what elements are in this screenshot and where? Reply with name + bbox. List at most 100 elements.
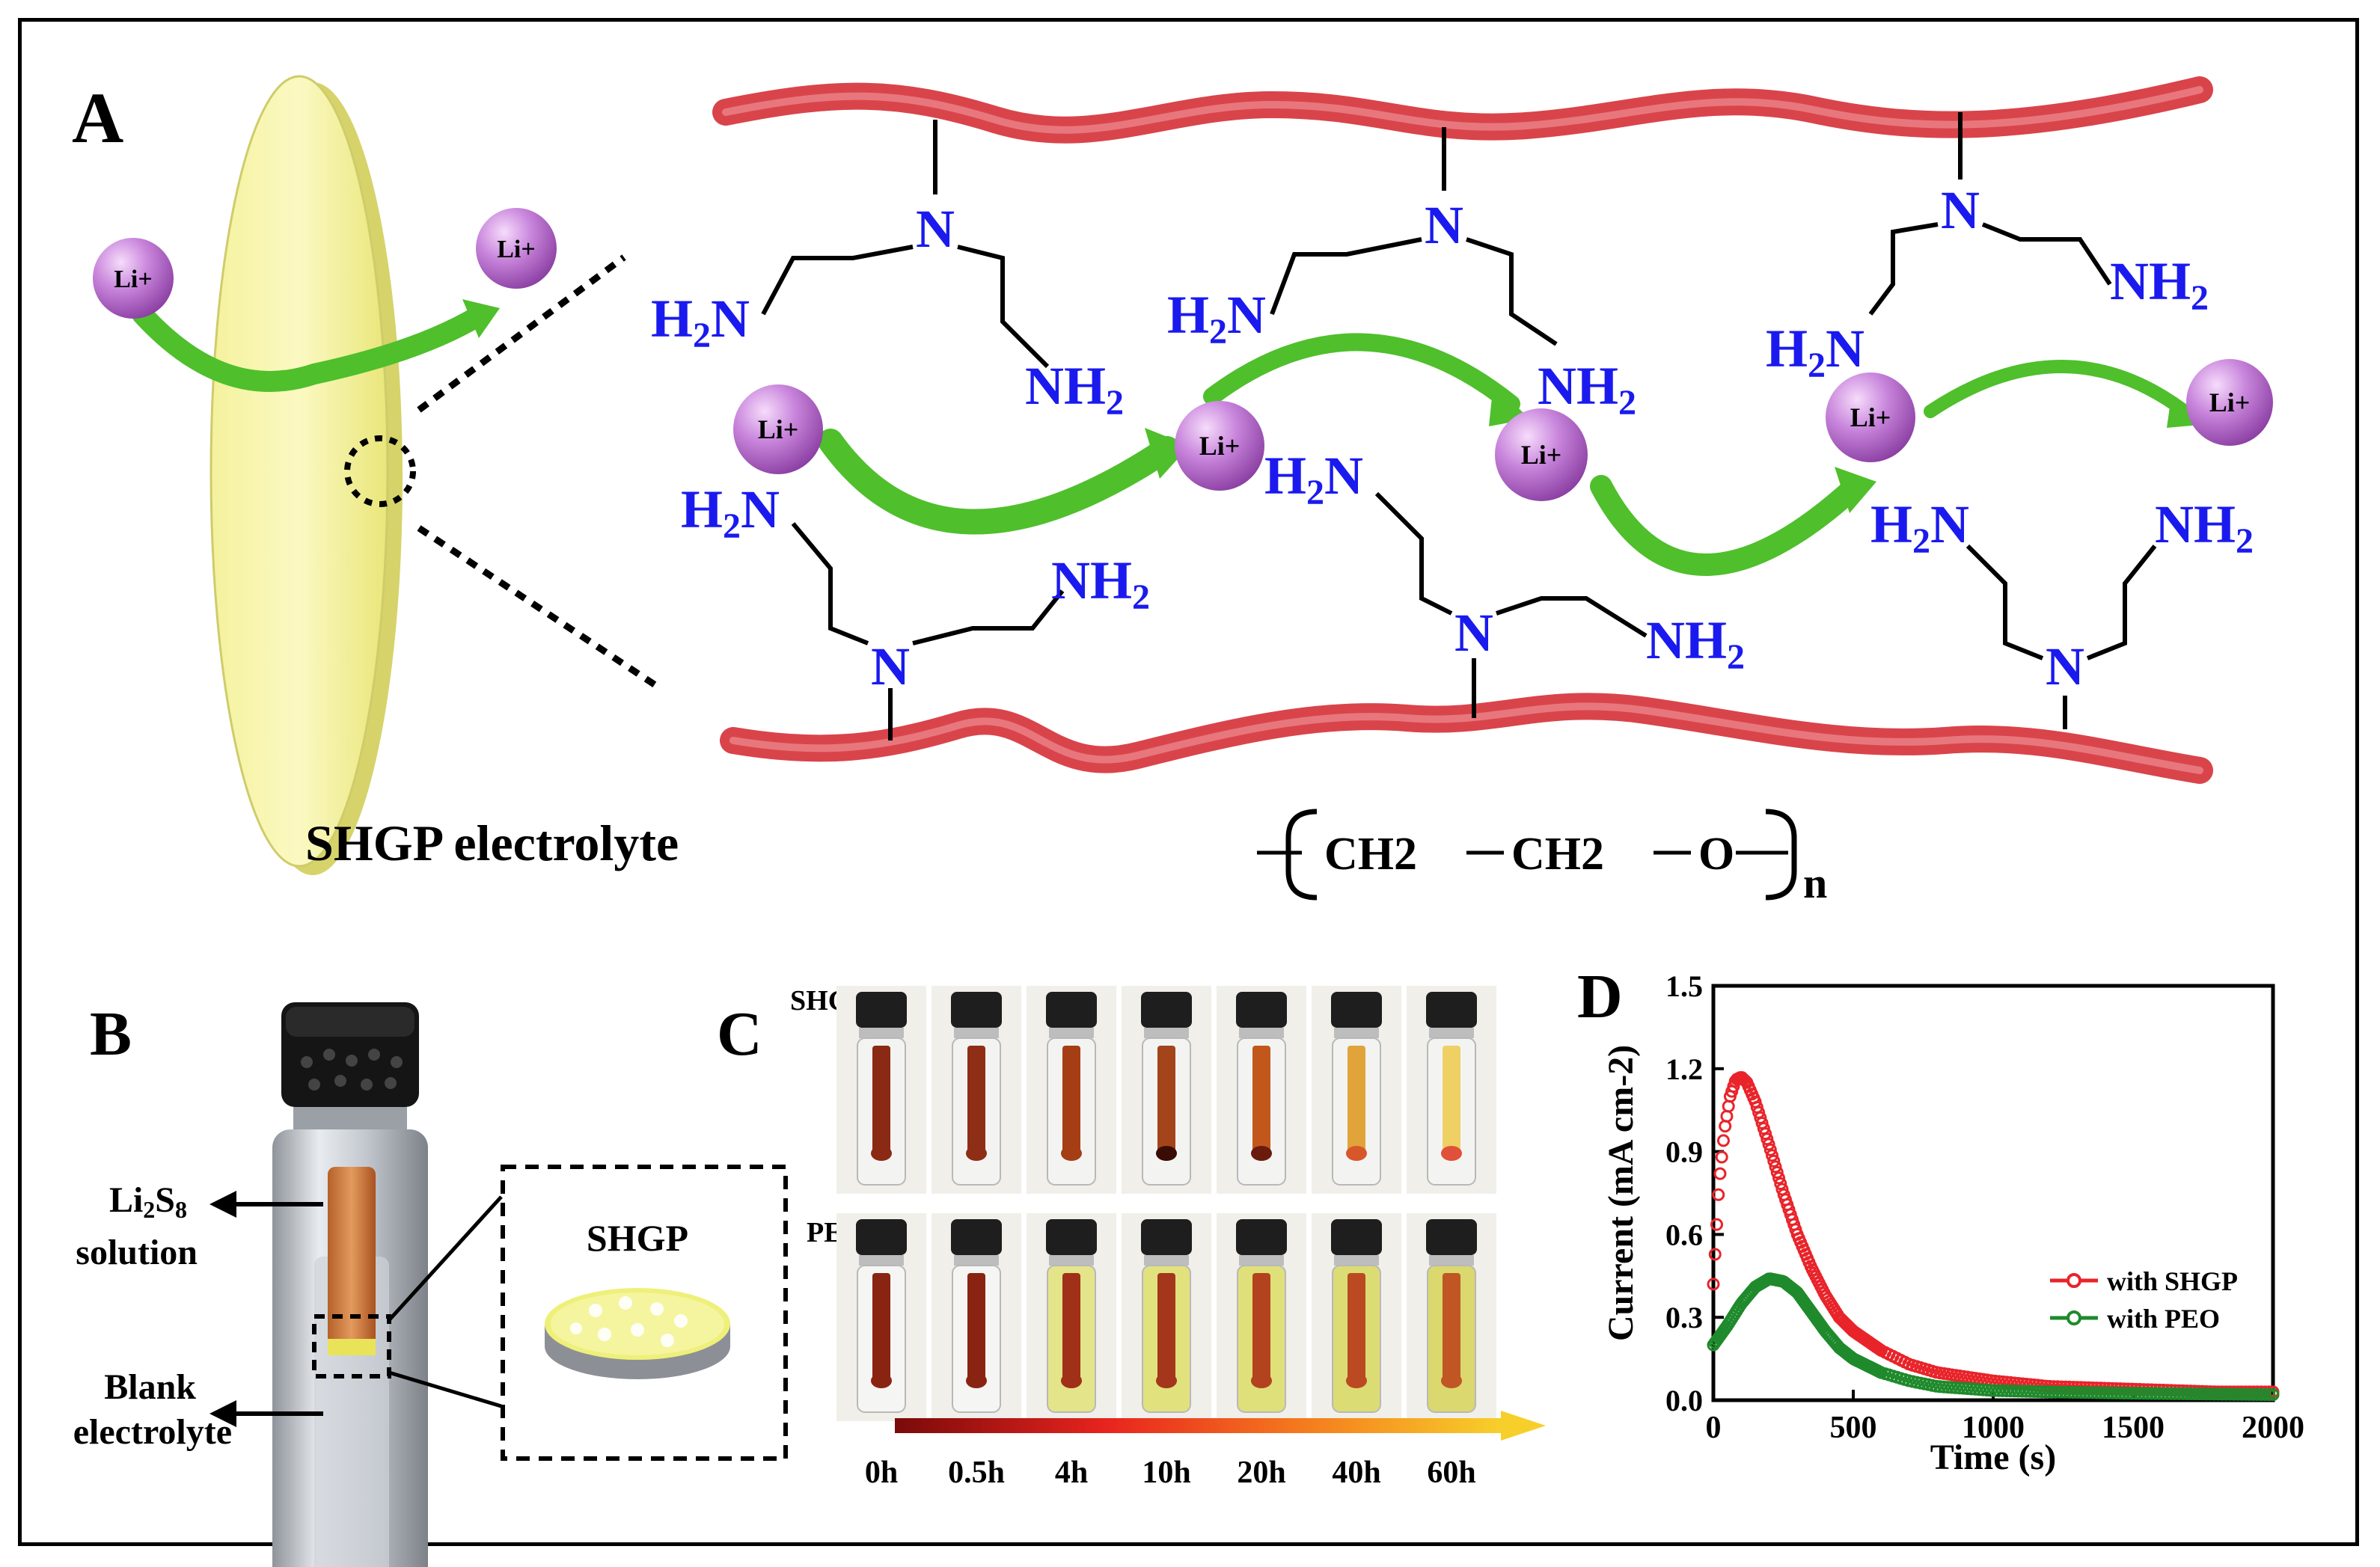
data-point [2007,1384,2021,1398]
data-point [2247,1387,2260,1401]
data-point [1716,1134,1730,1147]
data-point [2165,1387,2178,1400]
data-point [2031,1385,2045,1399]
peo-vial [1312,1213,1401,1421]
legend-marker [2067,1310,2081,1325]
amine-h2n: H2N [651,289,750,355]
y-tick-label: 0.6 [1665,1218,1703,1251]
amine-branch: N H2N NH2 [1766,112,2209,385]
data-point [2192,1387,2206,1401]
li-ions-chain: Li+ Li+ Li+ Li+ Li+ [733,359,2273,501]
peo-vial [931,1213,1021,1421]
data-point [1984,1384,1998,1397]
data-point [1713,1167,1727,1180]
shgp-vial [1027,986,1116,1194]
shgp-vial [1312,986,1401,1194]
y-tick-label: 0.9 [1665,1135,1703,1169]
data-point [2161,1387,2174,1400]
amine-nh2: NH2 [2110,251,2209,318]
data-point [2145,1387,2159,1400]
data-point [2156,1387,2170,1400]
panel-c-label: C [717,999,762,1069]
data-point [2184,1387,2197,1401]
svg-text:Li+: Li+ [2209,387,2251,417]
data-point [1767,1154,1781,1168]
li-ion [93,238,174,319]
amine-nh2: NH2 [1538,356,1636,423]
blank-label-line2: electrolyte [73,1412,232,1452]
data-point [2231,1387,2245,1401]
data-point [2212,1387,2225,1401]
time-arrow-head [1501,1411,1546,1441]
svg-text:Li+: Li+ [1521,440,1562,470]
data-point [2043,1385,2057,1399]
data-point [2235,1387,2248,1401]
data-point [2223,1387,2236,1401]
data-point [2105,1386,2119,1399]
peo-ch2: CH2 [1511,829,1604,880]
data-point [1766,1149,1779,1162]
peo-ch2: CH2 [1324,829,1417,880]
inset-label: SHGP [587,1217,688,1259]
time-label: 0.5h [948,1456,1005,1490]
data-point [2207,1387,2221,1401]
data-point [2176,1387,2190,1400]
zoom-line-top [417,254,626,413]
data-point [1719,1120,1732,1133]
data-point [2137,1387,2150,1400]
amine-branch: N H2N NH2 [1167,127,1636,423]
blank-label-line1: Blank [104,1367,196,1407]
arrow-head [1145,428,1190,479]
amine-h2n: H2N [1264,446,1363,512]
arrow-head [1835,467,1876,513]
amine-h2n: H2N [681,479,780,546]
amine-nh2: NH2 [1646,610,1745,677]
time-label: 4h [1055,1456,1088,1490]
data-point [2016,1384,2029,1398]
shgp-vial [836,986,926,1194]
legend-label: with SHGP [2107,1266,2238,1296]
amine-nh2: NH2 [1051,551,1150,617]
amine-branch: N H2N NH2 [1870,494,2254,729]
series-1 [1707,1272,2280,1402]
data-point [2110,1386,2123,1399]
zoom-line-bottom [417,525,658,688]
data-point [2102,1386,2115,1399]
shgp-vial [1217,986,1306,1194]
data-point [2129,1387,2143,1400]
data-point [2098,1386,2111,1399]
peo-n: n [1803,859,1827,907]
panel-b-label: B [90,999,132,1069]
ion-path-disk [132,304,489,392]
data-point [2126,1387,2139,1400]
data-point [2004,1384,2017,1398]
zoom-circle [344,435,416,507]
data-point [2047,1385,2061,1399]
time-label: 10h [1142,1456,1190,1490]
data-point [2259,1388,2272,1402]
amine-n: N [1941,180,1980,240]
time-arrow-bar [895,1418,1501,1433]
legend-label: with PEO [2107,1304,2220,1334]
data-point [1760,1132,1774,1146]
electrolyte-label: SHGP electrolyte [305,815,679,871]
data-point [2058,1385,2072,1399]
peo-repeat-unit: CH2 CH2 O n [1257,809,1827,907]
data-point [2074,1386,2087,1399]
y-axis-label: Current (mA cm-2) [1601,1045,1641,1341]
legend-marker [2067,1273,2081,1288]
data-point [2172,1387,2185,1400]
x-tick-label: 1500 [2102,1411,2165,1445]
data-point [2067,1385,2080,1399]
data-point [1715,1150,1728,1164]
data-point [2086,1386,2099,1399]
data-point [2133,1387,2147,1400]
x-tick-label: 2000 [2242,1411,2304,1445]
x-tick-label: 500 [1830,1411,1877,1445]
data-point [1996,1384,2010,1397]
peo-vial [1217,1213,1306,1421]
svg-text:Li+: Li+ [758,414,799,444]
data-point [1763,1143,1777,1156]
time-label: 20h [1237,1456,1285,1490]
